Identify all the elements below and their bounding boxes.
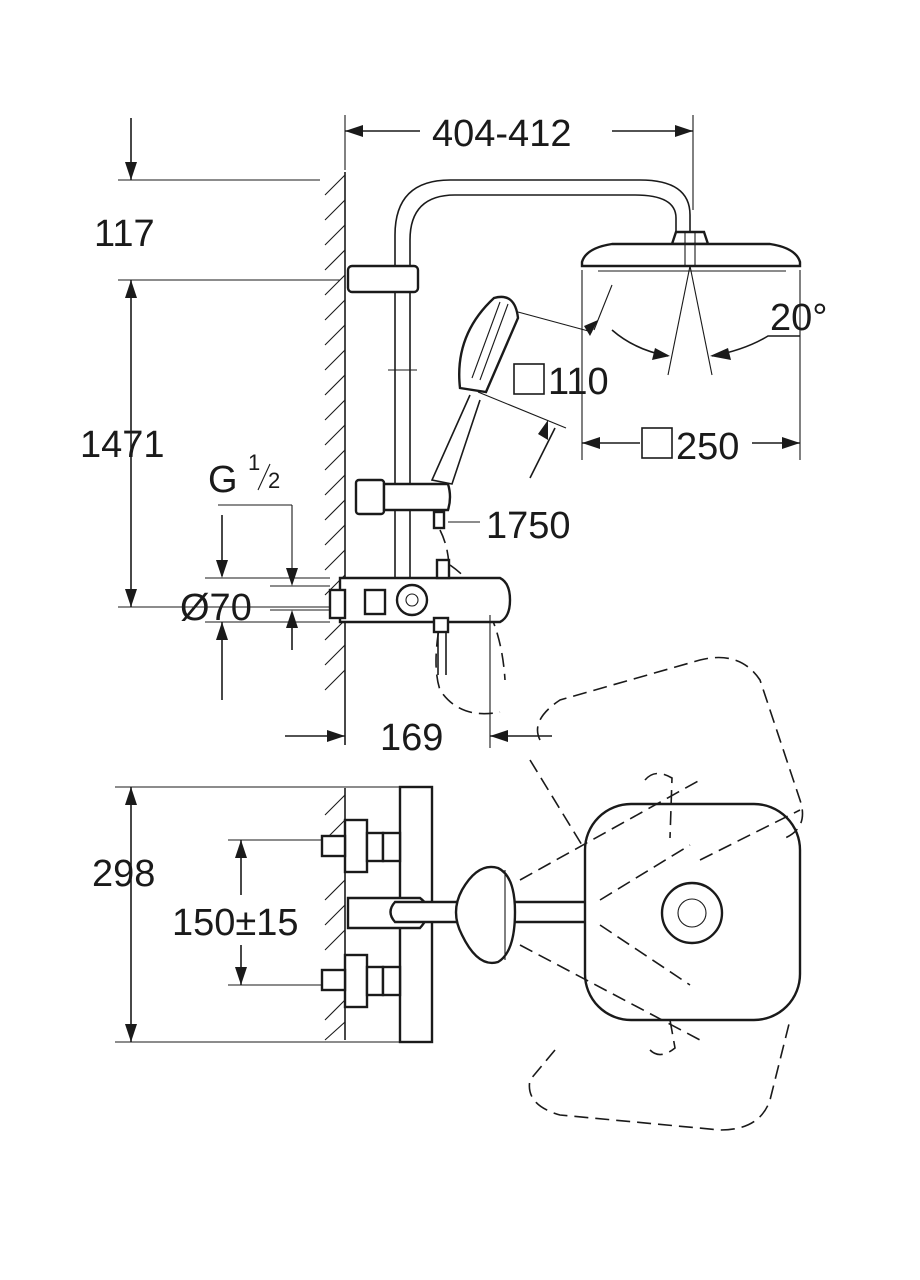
thermostat-body	[338, 558, 512, 675]
dim-thread-prefix: G	[208, 459, 238, 501]
dim-hand-shower: 110	[548, 361, 609, 403]
head-shower	[580, 230, 802, 460]
dim-projection: 169	[380, 717, 443, 759]
wall-bracket-top	[346, 264, 420, 294]
dim-centres: 150±15	[172, 902, 299, 944]
dim-escutcheon: Ø70	[180, 587, 252, 629]
dim-angle: 20°	[770, 297, 827, 339]
wall-side	[324, 172, 346, 745]
slider-holder	[382, 482, 452, 512]
dim-depth: 298	[92, 853, 155, 895]
top-view: 298 150±15	[92, 656, 804, 1131]
hand-shower	[430, 295, 598, 485]
dim-thread-den: 2	[268, 468, 280, 493]
dim-top-height: 117	[94, 213, 155, 255]
dim-rail-height: 1471	[80, 424, 165, 466]
slider-knob	[354, 478, 386, 516]
dim-hose: 1750	[486, 505, 571, 547]
dim-thread-num: 1	[248, 450, 260, 475]
side-view: 117 1471 404-412	[80, 113, 827, 759]
dim-head-shower: 250	[676, 426, 739, 468]
dim-width-range: 404-412	[432, 113, 571, 155]
